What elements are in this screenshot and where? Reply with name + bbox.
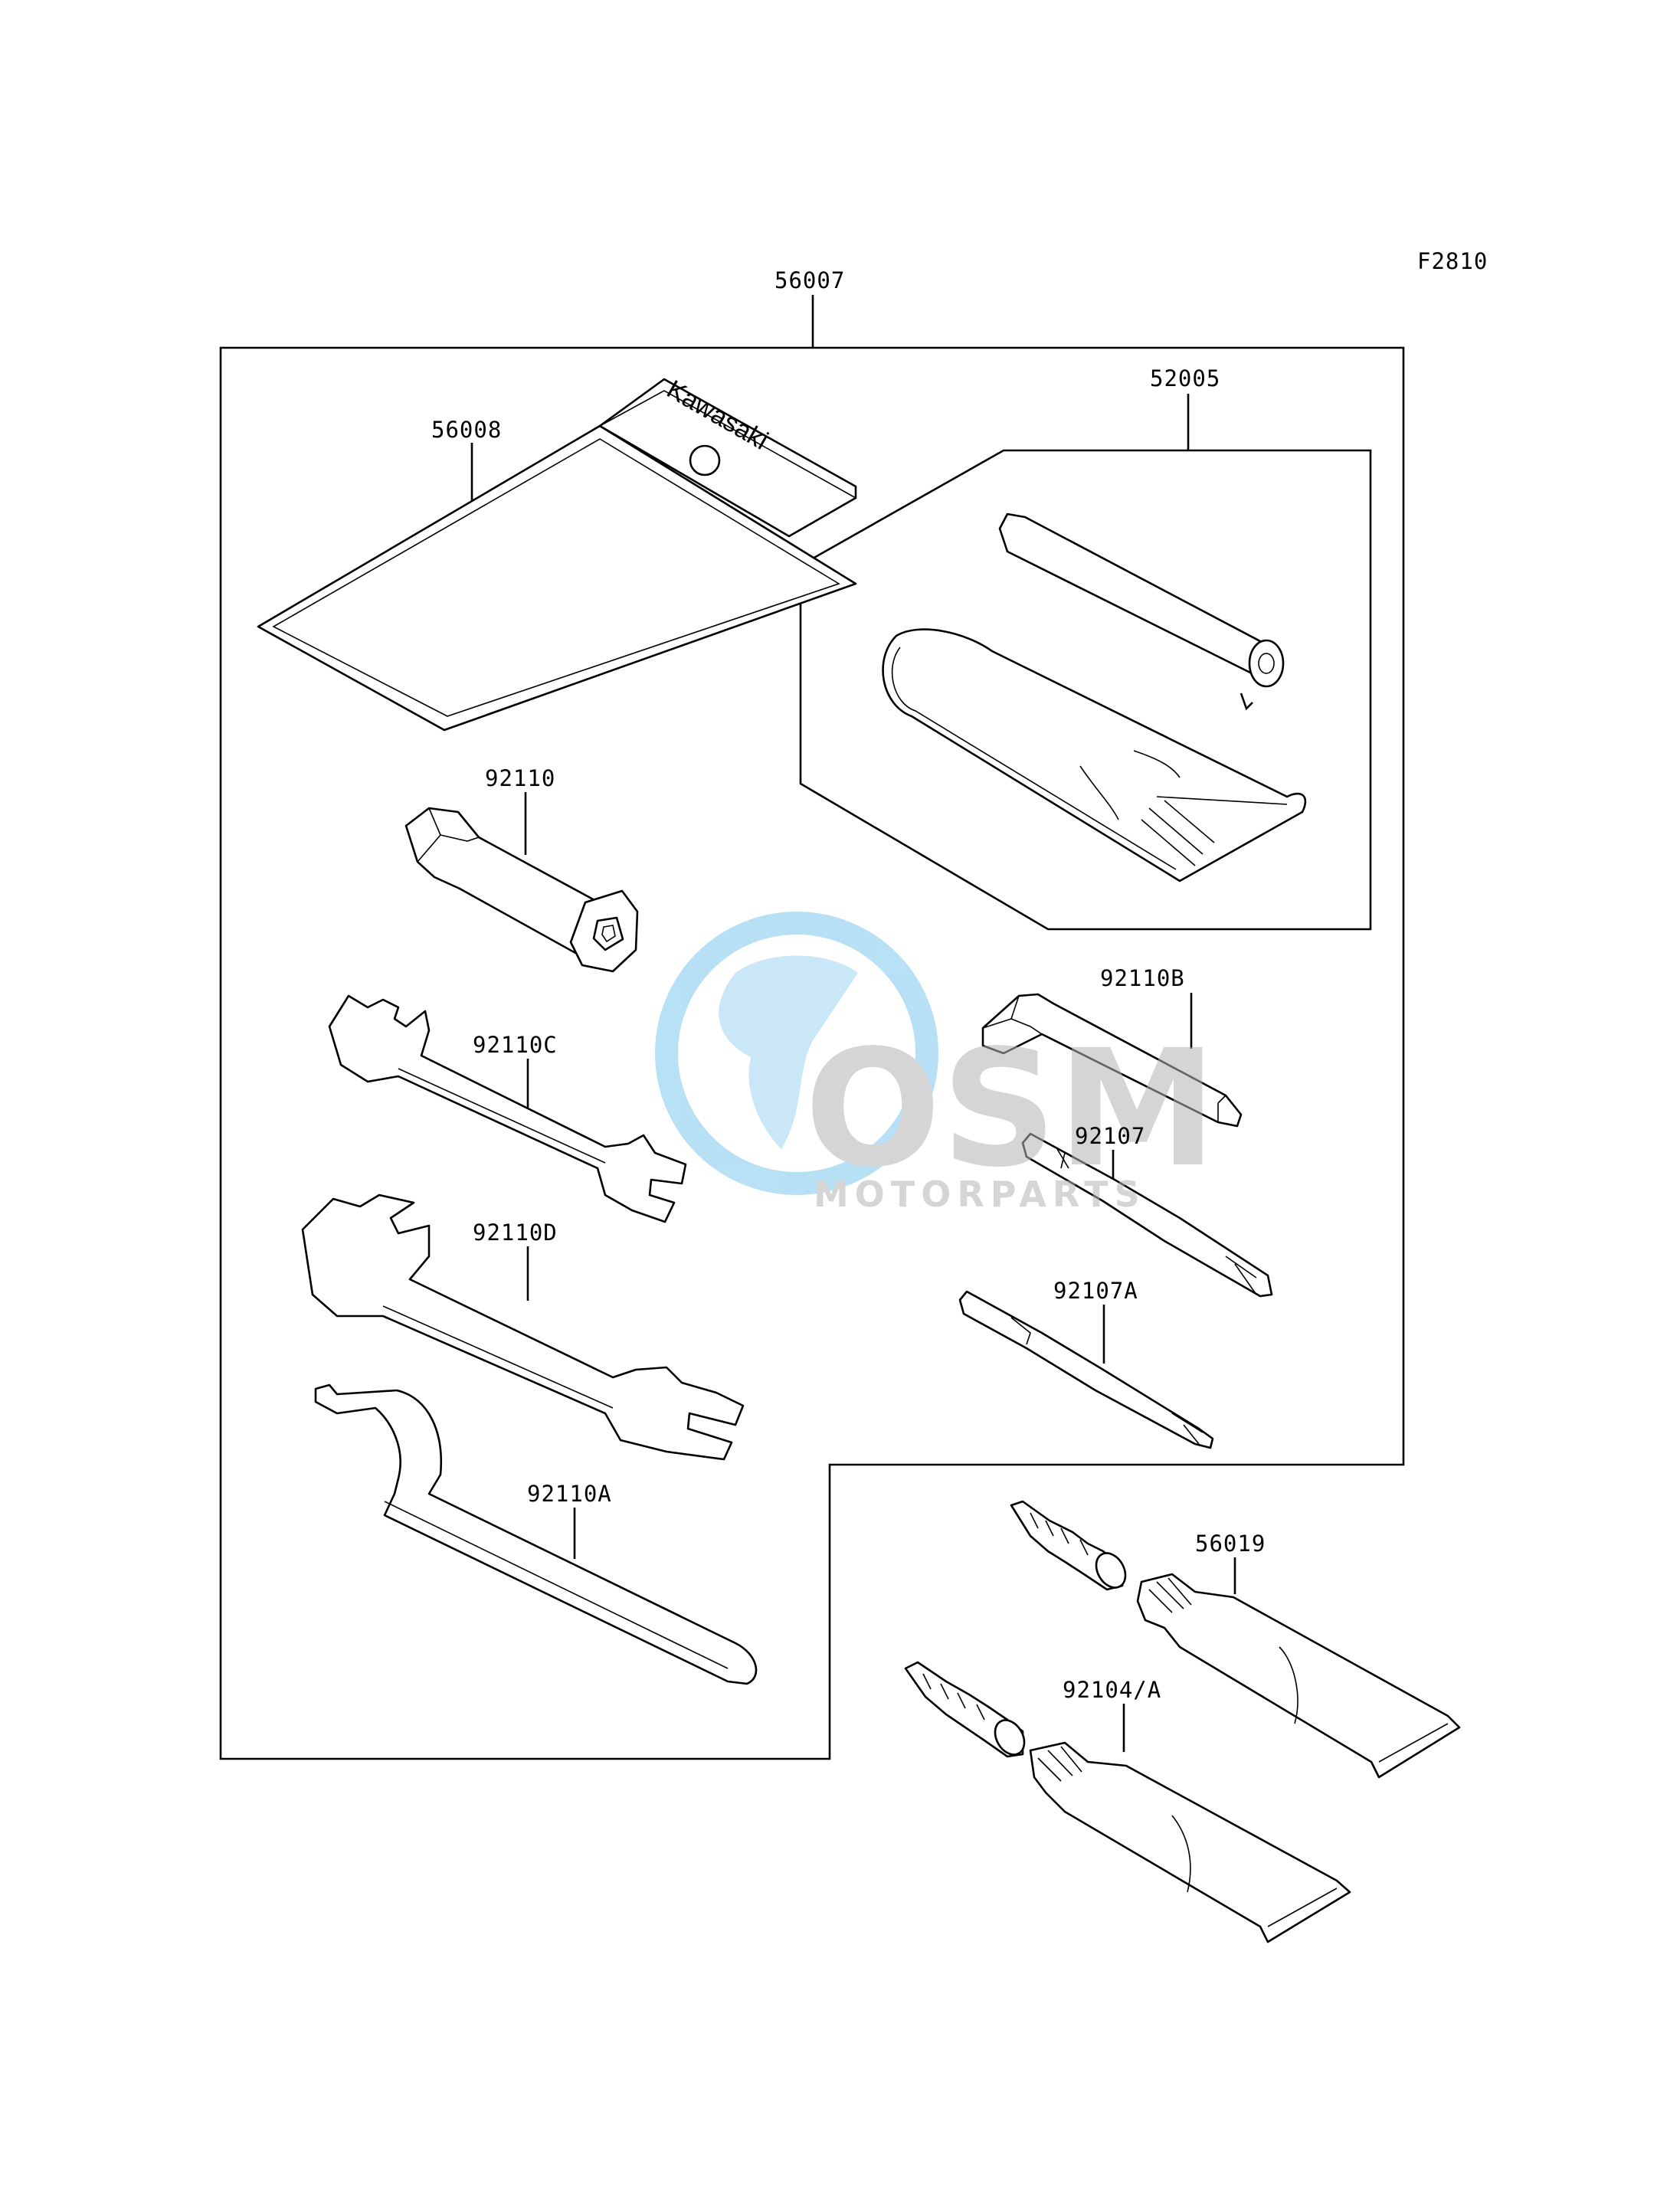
watermark-continents-icon xyxy=(719,955,858,1149)
label-52005: 52005 xyxy=(1150,365,1220,391)
label-92110a: 92110A xyxy=(527,1481,612,1507)
part-92107a-screwdriver[interactable] xyxy=(958,1290,1214,1449)
kit-outline-56007 xyxy=(219,295,1405,1760)
part-52005-repair-kit[interactable] xyxy=(882,512,1307,882)
watermark-globe-icon xyxy=(655,912,938,1195)
label-92110c: 92110C xyxy=(473,1032,558,1058)
part-92107-screwdriver[interactable] xyxy=(1021,1132,1273,1298)
part-92110a-hook-wrench[interactable] xyxy=(314,1383,758,1685)
label-92110d: 92110D xyxy=(473,1220,558,1246)
label-56019: 56019 xyxy=(1195,1531,1266,1557)
label-92104a: 92104/A xyxy=(1063,1677,1161,1703)
part-56008-manual-pouch[interactable]: Kawasaki xyxy=(257,375,857,732)
part-56019-grease-tube[interactable] xyxy=(1010,1500,1461,1779)
watermark-logo-text: OSM xyxy=(804,1015,1217,1203)
label-56008: 56008 xyxy=(431,417,502,443)
part-92110d-wrench[interactable] xyxy=(301,1193,745,1461)
label-56007: 56007 xyxy=(775,267,845,293)
figure-id: F2810 xyxy=(1417,248,1488,274)
watermark-sub-text: MOTORPARTS xyxy=(814,1174,1146,1215)
label-92107: 92107 xyxy=(1075,1123,1145,1149)
label-92110: 92110 xyxy=(485,765,555,791)
part-92110c-wrench[interactable] xyxy=(328,994,687,1223)
part-92104a-grease-tube[interactable] xyxy=(904,1661,1351,1943)
part-92110b-hex-key[interactable] xyxy=(981,993,1243,1128)
label-92110b: 92110B xyxy=(1100,965,1185,991)
osm-watermark: OSM MOTORPARTS xyxy=(655,912,1217,1215)
label-92107a: 92107A xyxy=(1053,1278,1138,1304)
part-92110-plug-wrench[interactable] xyxy=(404,792,639,973)
